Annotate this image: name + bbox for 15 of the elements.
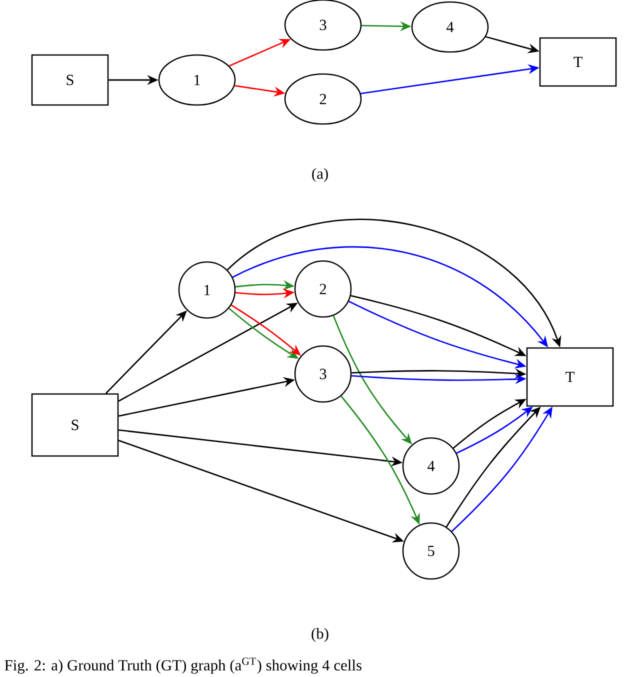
process-box: T: [526, 347, 614, 407]
panel-label: (a): [312, 168, 328, 182]
circle-node: 5: [402, 522, 460, 580]
circle-node: 4: [402, 437, 460, 495]
process-box: T: [539, 37, 617, 87]
ellipse-node: 2: [284, 73, 362, 125]
circle-node: 2: [294, 260, 352, 318]
circle-node: 1: [178, 261, 236, 319]
circle-node: 3: [294, 345, 352, 403]
panel-label: (b): [312, 628, 328, 642]
process-box: S: [31, 54, 109, 106]
process-box: S: [31, 393, 119, 457]
ellipse-node: 4: [411, 1, 489, 53]
caption: Fig. 2: a) Ground Truth (GT) graph (a$^{GT}$) showing 4 cells: [4, 658, 362, 674]
ellipse-node: 1: [158, 54, 236, 106]
